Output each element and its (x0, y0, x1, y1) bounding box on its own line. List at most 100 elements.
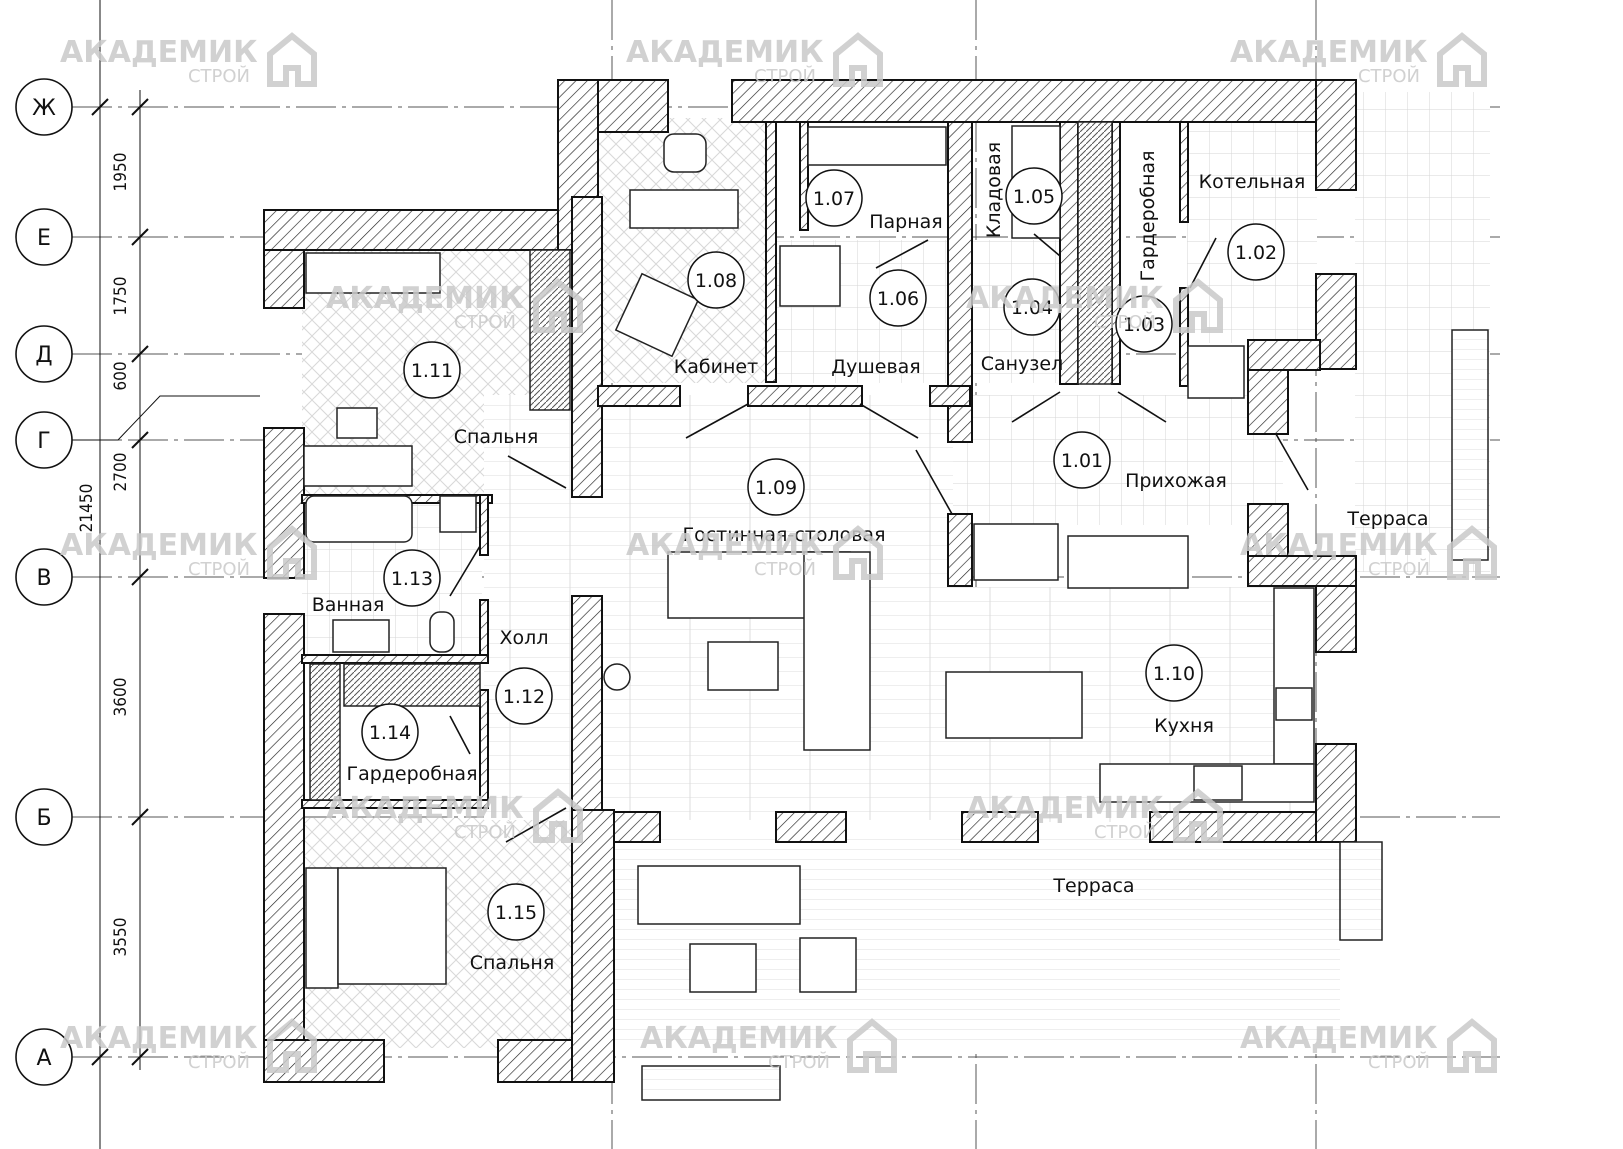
svg-text:АКАДЕМИК: АКАДЕМИК (640, 1021, 838, 1056)
svg-text:СТРОЙ: СТРОЙ (1094, 821, 1156, 843)
room-tag-1.01: 1.01 (1053, 431, 1111, 489)
svg-text:СТРОЙ: СТРОЙ (188, 65, 250, 87)
house-logo-icon (1447, 525, 1497, 580)
svg-text:1.15: 1.15 (495, 902, 537, 924)
dimension-segment: 2700 (111, 453, 131, 492)
bath-toilet (429, 611, 455, 653)
sofa-side (803, 551, 871, 751)
desk (629, 189, 739, 229)
south-steps (641, 1065, 781, 1101)
grid-axis-label: Б (36, 806, 51, 831)
bedside-left (305, 867, 339, 989)
svg-text:1.02: 1.02 (1235, 242, 1277, 264)
house-logo-icon (1437, 32, 1487, 87)
room-tag-1.13: 1.13 (383, 549, 441, 607)
room-tag-1.05: 1.05 (1005, 167, 1063, 225)
room-tag-1.02: 1.02 (1227, 223, 1285, 281)
grid-axis-a: А (15, 1028, 73, 1086)
room-name-1.15: Спальня (470, 952, 555, 974)
svg-text:1.04: 1.04 (1011, 297, 1053, 319)
room-name-1.07: Парная (869, 211, 943, 233)
armchair (614, 272, 700, 358)
room-name-1.03: Гардеробная (1137, 150, 1159, 281)
room-name-1.09: Гостинная-столовая (682, 524, 885, 546)
furniture (303, 121, 1489, 1101)
svg-text:1.06: 1.06 (877, 288, 919, 310)
svg-text:СТРОЙ: СТРОЙ (1368, 558, 1430, 580)
house-logo-icon (267, 32, 317, 87)
svg-text:1.10: 1.10 (1153, 663, 1195, 685)
dimension-segment: 1950 (111, 153, 131, 192)
svg-text:СТРОЙ: СТРОЙ (754, 558, 816, 580)
house-logo-icon (847, 1018, 897, 1073)
east-steps (1451, 329, 1489, 561)
room-tag-1.04: 1.04 (1003, 278, 1061, 336)
svg-text:АКАДЕМИК: АКАДЕМИК (60, 35, 258, 70)
shower-tray (779, 245, 841, 307)
svg-text:АКАДЕМИК: АКАДЕМИК (326, 791, 524, 826)
grid-axis-label: Ж (32, 96, 56, 121)
svg-text:СТРОЙ: СТРОЙ (188, 558, 250, 580)
svg-text:1.11: 1.11 (411, 360, 453, 382)
svg-text:АКАДЕМИК: АКАДЕМИК (326, 281, 524, 316)
house-logo-icon (833, 32, 883, 87)
watermarks: АКАДЕМИКСТРОЙАКАДЕМИКСТРОЙАКАДЕМИКСТРОЙА… (60, 32, 1497, 1073)
svg-text:АКАДЕМИК: АКАДЕМИК (966, 791, 1164, 826)
wardrobe-114-top (343, 663, 481, 707)
dimension-segment: 600 (111, 361, 131, 390)
kitchen-side-cabinets (1273, 587, 1315, 765)
dimension-total: 21450 (77, 484, 97, 533)
terrace-south-label: Терраса (1052, 875, 1134, 897)
room-tag-1.03: 1.03 (1115, 295, 1173, 353)
terrace-table (689, 943, 757, 993)
svg-text:СТРОЙ: СТРОЙ (1368, 1051, 1430, 1073)
room-name-1.13: Ванная (312, 594, 385, 616)
office-chair (663, 133, 707, 173)
bed-double (337, 867, 447, 985)
bath-shower (439, 495, 477, 533)
room-tag-1.07: 1.07 (805, 169, 863, 227)
svg-text:1.01: 1.01 (1061, 450, 1103, 472)
svg-text:СТРОЙ: СТРОЙ (1094, 311, 1156, 333)
room-tag-1.14: 1.14 (361, 703, 419, 761)
bath-sink (332, 619, 390, 653)
room-name-1.12: Холл (500, 627, 549, 649)
svg-text:СТРОЙ: СТРОЙ (454, 821, 516, 843)
svg-text:АКАДЕМИК: АКАДЕМИК (626, 35, 824, 70)
room-tags: 1.01 1.02 1.03 1.04 1.05 1.06 1.07 1.08 … (361, 167, 1285, 941)
room-tag-1.10: 1.10 (1145, 644, 1203, 702)
grid-axis-g: Г (15, 411, 73, 469)
svg-text:СТРОЙ: СТРОЙ (188, 1051, 250, 1073)
terrace-east-label: Терраса (1346, 508, 1428, 530)
room-tag-1.09: 1.09 (747, 458, 805, 516)
dimension-segment: 3550 (111, 918, 131, 957)
svg-text:1.05: 1.05 (1013, 186, 1055, 208)
room-name-1.11: Спальня (454, 426, 539, 448)
fireplace (603, 663, 631, 691)
grid-axis-label: А (36, 1046, 51, 1071)
room-name-1.14: Гардеробная (346, 763, 477, 785)
east-steps-south (1339, 841, 1383, 941)
terrace-armchair (799, 937, 857, 993)
svg-text:1.03: 1.03 (1123, 314, 1165, 336)
room-tag-1.08: 1.08 (687, 251, 745, 309)
kitchen-sink (1275, 687, 1313, 721)
wardrobe-114-side (309, 663, 341, 801)
door-swings (449, 233, 1309, 843)
svg-text:СТРОЙ: СТРОЙ (754, 65, 816, 87)
svg-text:СТРОЙ: СТРОЙ (454, 311, 516, 333)
room-tag-1.15: 1.15 (487, 883, 545, 941)
